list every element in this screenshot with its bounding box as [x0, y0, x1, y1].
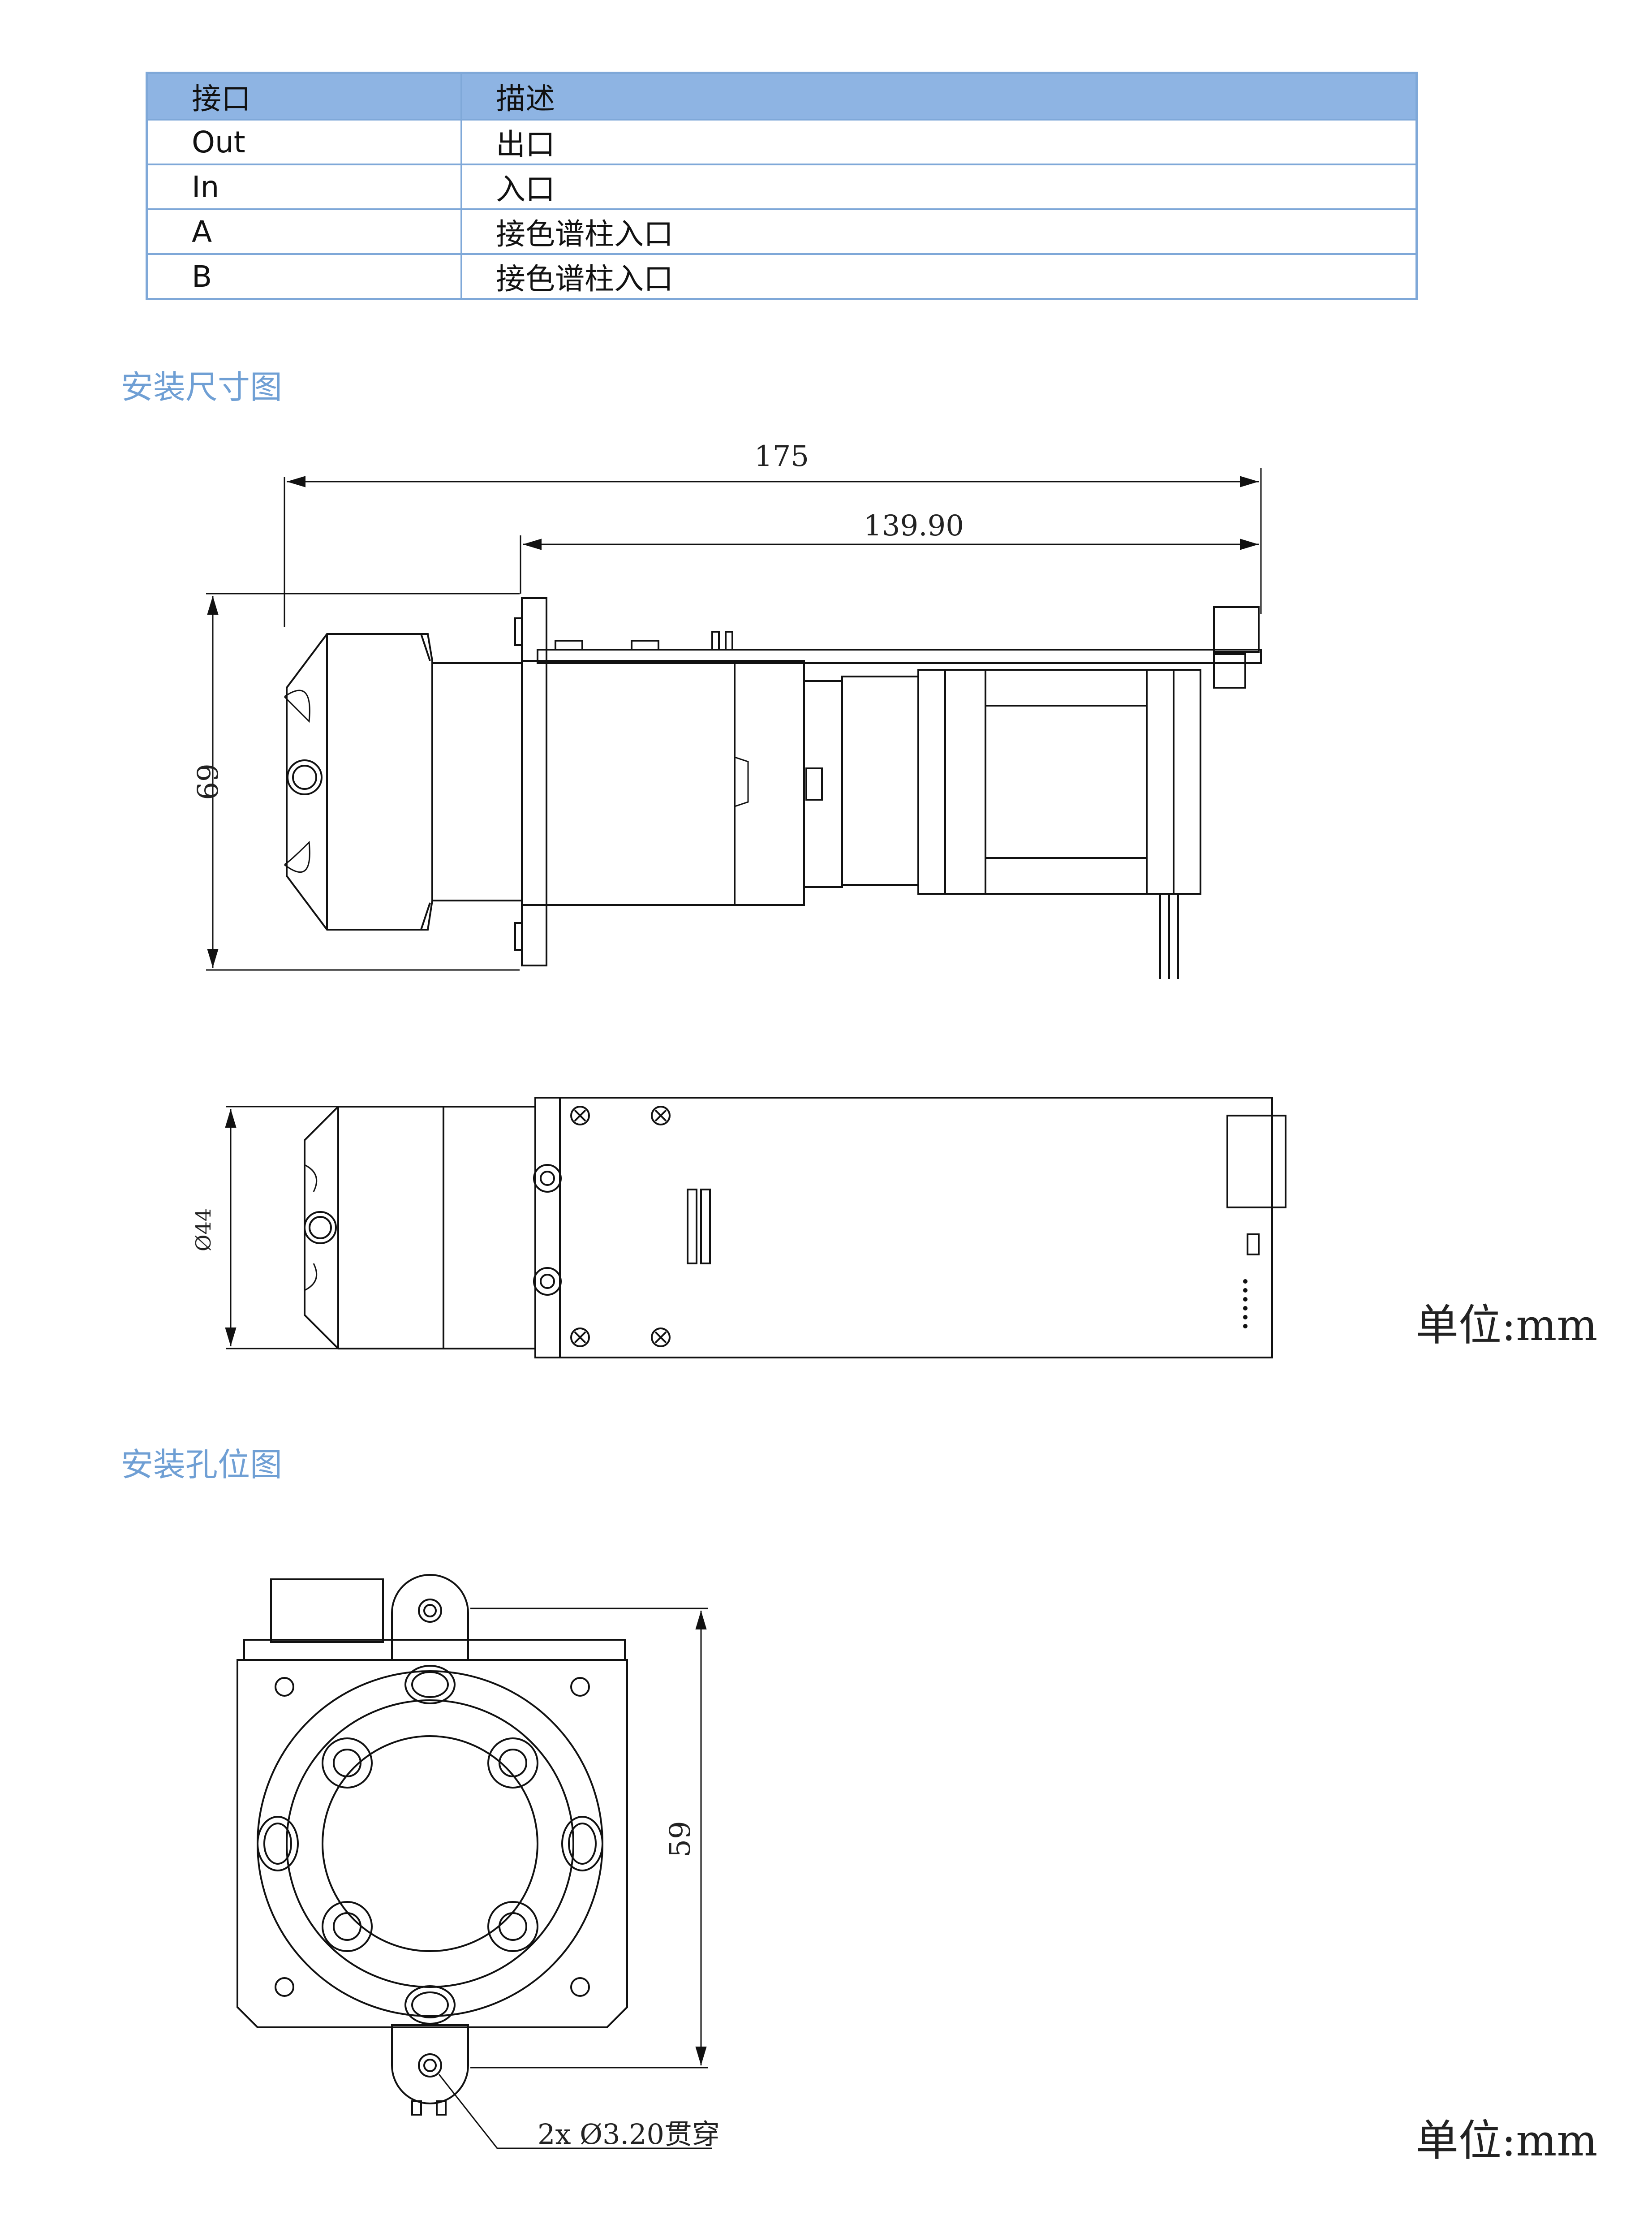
description-cell: 接色谱柱入口 — [460, 208, 1418, 255]
description-cell: 出口 — [460, 119, 1418, 165]
header-description: 描述 — [460, 72, 1418, 121]
dim-height: 69 — [190, 763, 223, 800]
table-row: B 接色谱柱入口 — [146, 253, 1418, 300]
port-cell: In — [146, 164, 462, 210]
table-header-row: 接口 描述 — [146, 72, 1418, 121]
unit-label-top: 单位:mm — [1415, 1300, 1598, 1350]
screw-icon — [570, 1106, 671, 1347]
header-port: 接口 — [146, 72, 462, 121]
hole-note: 2x Ø3.20贯穿 — [538, 2118, 720, 2151]
dim-diameter: Ø44 — [191, 1208, 215, 1251]
front-view — [237, 1574, 712, 2149]
dim-overall-length: 175 — [754, 440, 809, 473]
table-row: In 入口 — [146, 164, 1418, 210]
dim-hole-height: 59 — [664, 1821, 697, 1857]
torx-screw-icon — [322, 1737, 538, 1952]
dim-board-length: 139.90 — [864, 509, 964, 543]
top-view — [225, 1097, 1286, 1358]
description-cell: 入口 — [460, 164, 1418, 210]
unit-label-bottom: 单位:mm — [1415, 2116, 1598, 2166]
ports-table: 接口 描述 Out 出口 In 入口 A 接色谱柱入口 B 接色谱柱入口 — [146, 72, 1418, 300]
description-cell: 接色谱柱入口 — [460, 253, 1418, 300]
holes-section-title: 安装孔位图 — [121, 1446, 283, 1483]
side-view — [206, 468, 1262, 979]
port-cell: Out — [146, 119, 462, 165]
table-row: Out 出口 — [146, 119, 1418, 165]
port-cell: A — [146, 208, 462, 255]
port-cell: B — [146, 253, 462, 300]
dimensions-section-title: 安装尺寸图 — [121, 368, 283, 406]
table-row: A 接色谱柱入口 — [146, 208, 1418, 255]
